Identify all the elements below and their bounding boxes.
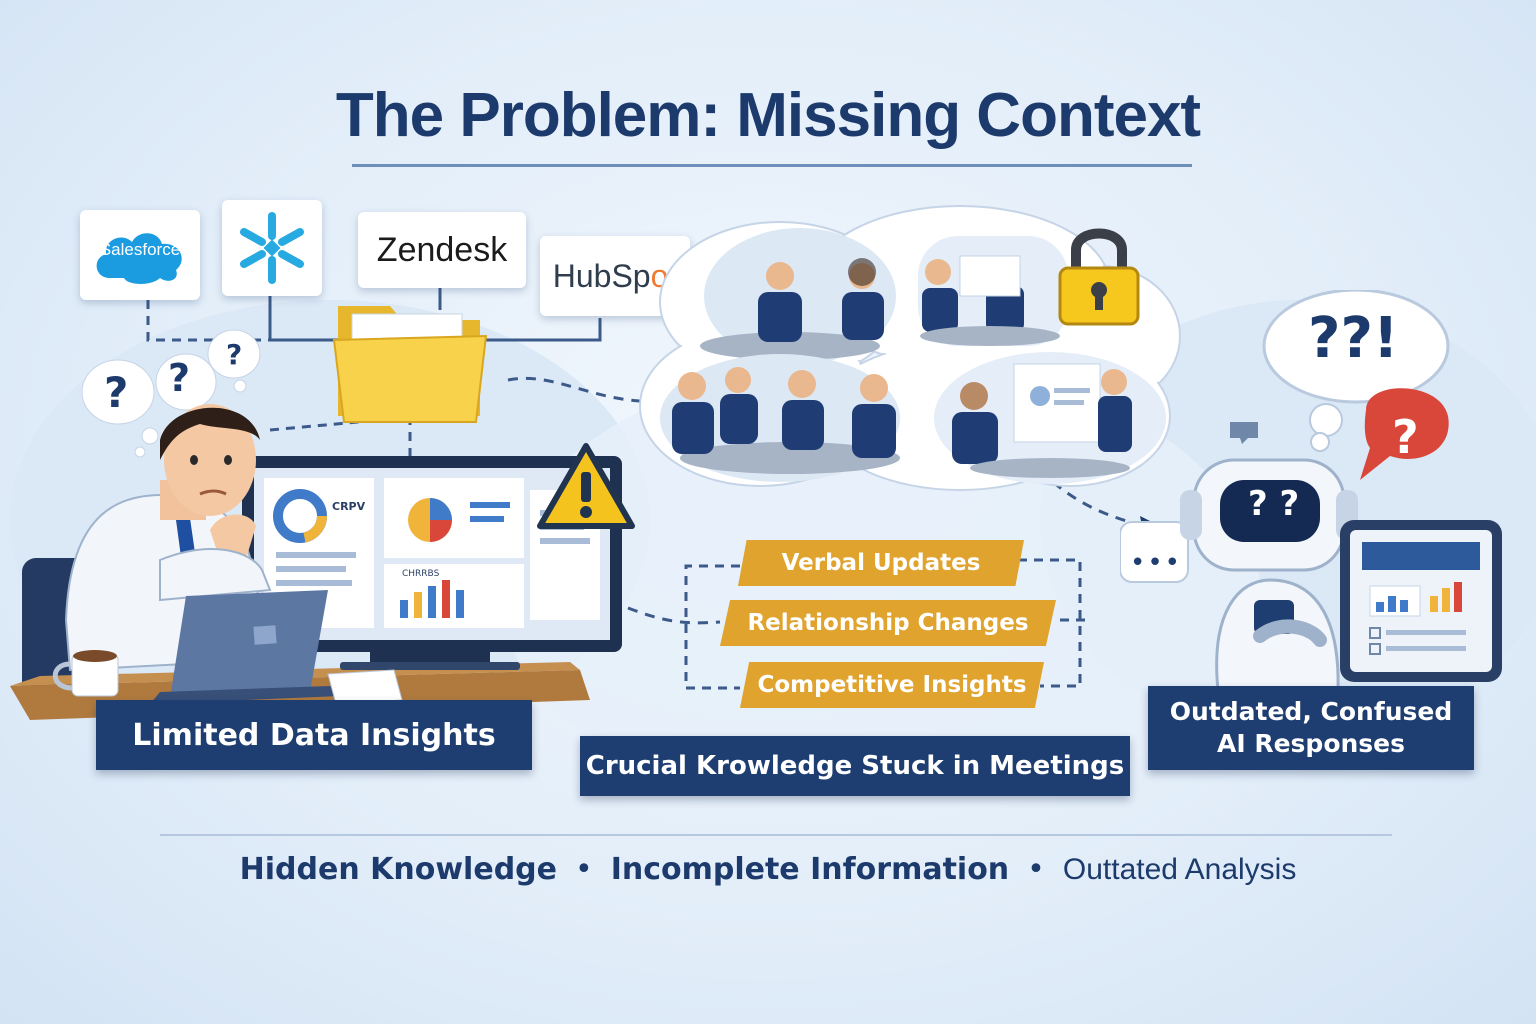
context-tag: Verbal Updates xyxy=(738,540,1024,586)
screen-label-chart: CHRRBS xyxy=(402,569,440,579)
question-mark: ? xyxy=(226,338,243,371)
footer-summary: Hidden Knowledge • Incomplete Information •… xyxy=(0,852,1536,887)
footer-separator: • xyxy=(574,852,593,887)
user-thought-bubbles xyxy=(81,329,261,458)
footer-separator: • xyxy=(1027,852,1045,887)
banner-line: Outdated, Confused xyxy=(1169,697,1453,726)
page-title: The Problem: Missing Context xyxy=(335,81,1201,150)
lock-icon xyxy=(1058,228,1140,326)
desk-scene xyxy=(10,404,622,720)
banner-label: Limited Data Insights xyxy=(132,717,496,753)
tablet-icon xyxy=(1340,520,1502,682)
confused-marks: ??! xyxy=(1308,306,1399,371)
footer-divider xyxy=(160,834,1392,836)
title-underline xyxy=(352,164,1192,167)
question-mark: ? xyxy=(168,356,191,400)
robot-face: ? ? xyxy=(1248,484,1300,524)
banner-label: Crucial Krowledge Stuck in Meetings xyxy=(585,751,1125,781)
ai-thought-bubbles xyxy=(1120,290,1450,583)
question-mark: ? xyxy=(104,368,129,417)
warning-icon xyxy=(537,443,635,529)
zendesk-label: Zendesk xyxy=(376,230,508,269)
ai-responses-banner: Outdated, Confused AI Responses xyxy=(1148,686,1474,770)
screen-label-crm: CRPV xyxy=(332,500,366,513)
typing-indicator: ••• xyxy=(1130,548,1183,578)
context-tag: Relationship Changes xyxy=(720,600,1056,646)
salesforce-logo xyxy=(96,233,182,284)
salesforce-label: Salesforce xyxy=(99,240,181,259)
zendesk-card: Zendesk xyxy=(358,212,526,288)
robot-icon xyxy=(1180,458,1358,690)
folder-icon xyxy=(332,306,488,423)
footer-item: Outtated Analysis xyxy=(1062,853,1297,886)
limited-data-insights-banner: Limited Data Insights xyxy=(96,700,532,770)
context-tag: Competitive Insights xyxy=(740,662,1044,708)
banner-line: AI Responses xyxy=(1216,729,1406,758)
snowflake-icon xyxy=(240,212,304,284)
crucial-knowledge-banner: Crucial Krowledge Stuck in Meetings xyxy=(580,736,1130,796)
tag-label: Relationship Changes xyxy=(747,610,1029,636)
footer-item: Hidden Knowledge xyxy=(239,852,557,887)
salesforce-card: Salesforce xyxy=(80,210,200,300)
meetings-cloud xyxy=(639,205,1181,491)
tag-label: Competitive Insights xyxy=(757,672,1027,698)
snowflake-card xyxy=(222,200,322,296)
tag-label: Verbal Updates xyxy=(781,550,981,576)
footer-item: Incomplete Information xyxy=(610,852,1010,887)
red-question-mark: ? xyxy=(1392,410,1419,464)
